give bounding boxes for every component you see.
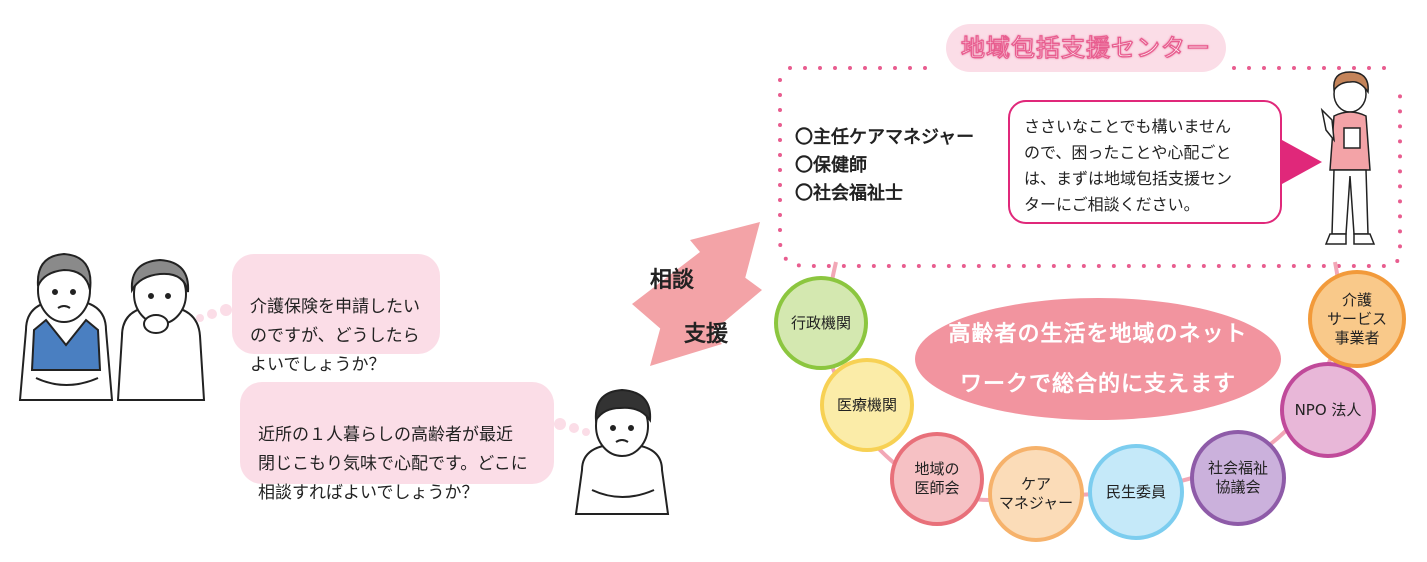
node-label: 医療機関 bbox=[836, 395, 897, 414]
neighbor-illustration bbox=[574, 388, 670, 515]
neighbor-question-bubble: 近所の１人暮らしの高齢者が最近 閉じこもり気味で心配です。どこに 相談すればよい… bbox=[240, 382, 554, 503]
center-message: ささいなことでも構いません ので、困ったことや心配ごと は、まずは地域包括支援セ… bbox=[1008, 100, 1282, 224]
thought-dots-couple bbox=[196, 304, 232, 322]
node-medical-institution: 医療機関 bbox=[820, 358, 914, 452]
support-arrow bbox=[650, 268, 762, 366]
center-title: 地域包括支援センター bbox=[946, 24, 1226, 72]
node-label: ケア マネジャー bbox=[998, 475, 1074, 512]
couple-question-bubble: 介護保険を申請したい のですが、どうしたら よいでしょうか？ bbox=[232, 254, 440, 375]
center-dotted-frame bbox=[778, 66, 1402, 268]
staff-item: 〇保健師 bbox=[795, 155, 867, 176]
node-care-manager: ケア マネジャー bbox=[988, 446, 1084, 542]
support-label: 支援 bbox=[684, 322, 729, 347]
node-label: 介護 サービス 事業者 bbox=[1326, 290, 1387, 347]
couple-illustration bbox=[18, 252, 206, 401]
node-medical-association: 地域の 医師会 bbox=[890, 432, 984, 526]
staff-item: 〇社会福祉士 bbox=[795, 183, 903, 204]
staff-illustration bbox=[1320, 71, 1376, 245]
couple-question-text: 介護保険を申請したい のですが、どうしたら よいでしょうか？ bbox=[250, 297, 420, 375]
node-administration: 行政機関 bbox=[774, 276, 868, 370]
neighbor-question-text: 近所の１人暮らしの高齢者が最近 閉じこもり気味で心配です。どこに 相談すればよい… bbox=[258, 425, 528, 503]
staff-list: 〇主任ケアマネジャー 〇保健師 〇社会福祉士 bbox=[795, 124, 974, 208]
thought-dots-neighbor bbox=[554, 418, 590, 436]
node-social-welfare-council: 社会福祉 協議会 bbox=[1190, 430, 1286, 526]
node-welfare-commissioner: 民生委員 bbox=[1088, 444, 1184, 540]
consult-arrow bbox=[632, 222, 760, 330]
node-care-service-provider: 介護 サービス 事業者 bbox=[1308, 270, 1406, 368]
node-npo: NPO 法人 bbox=[1280, 362, 1376, 458]
consult-label: 相談 bbox=[650, 268, 695, 293]
staff-item: 〇主任ケアマネジャー bbox=[795, 127, 975, 148]
node-label: 行政機関 bbox=[790, 313, 851, 332]
node-label: 民生委員 bbox=[1105, 482, 1166, 501]
node-label: NPO 法人 bbox=[1294, 400, 1362, 419]
node-label: 地域の 医師会 bbox=[914, 460, 960, 497]
network-message: 高齢者の生活を地域のネット ワークで総合的に支えます bbox=[915, 298, 1281, 420]
node-label: 社会福祉 協議会 bbox=[1207, 459, 1268, 496]
message-pointer bbox=[1282, 140, 1322, 184]
